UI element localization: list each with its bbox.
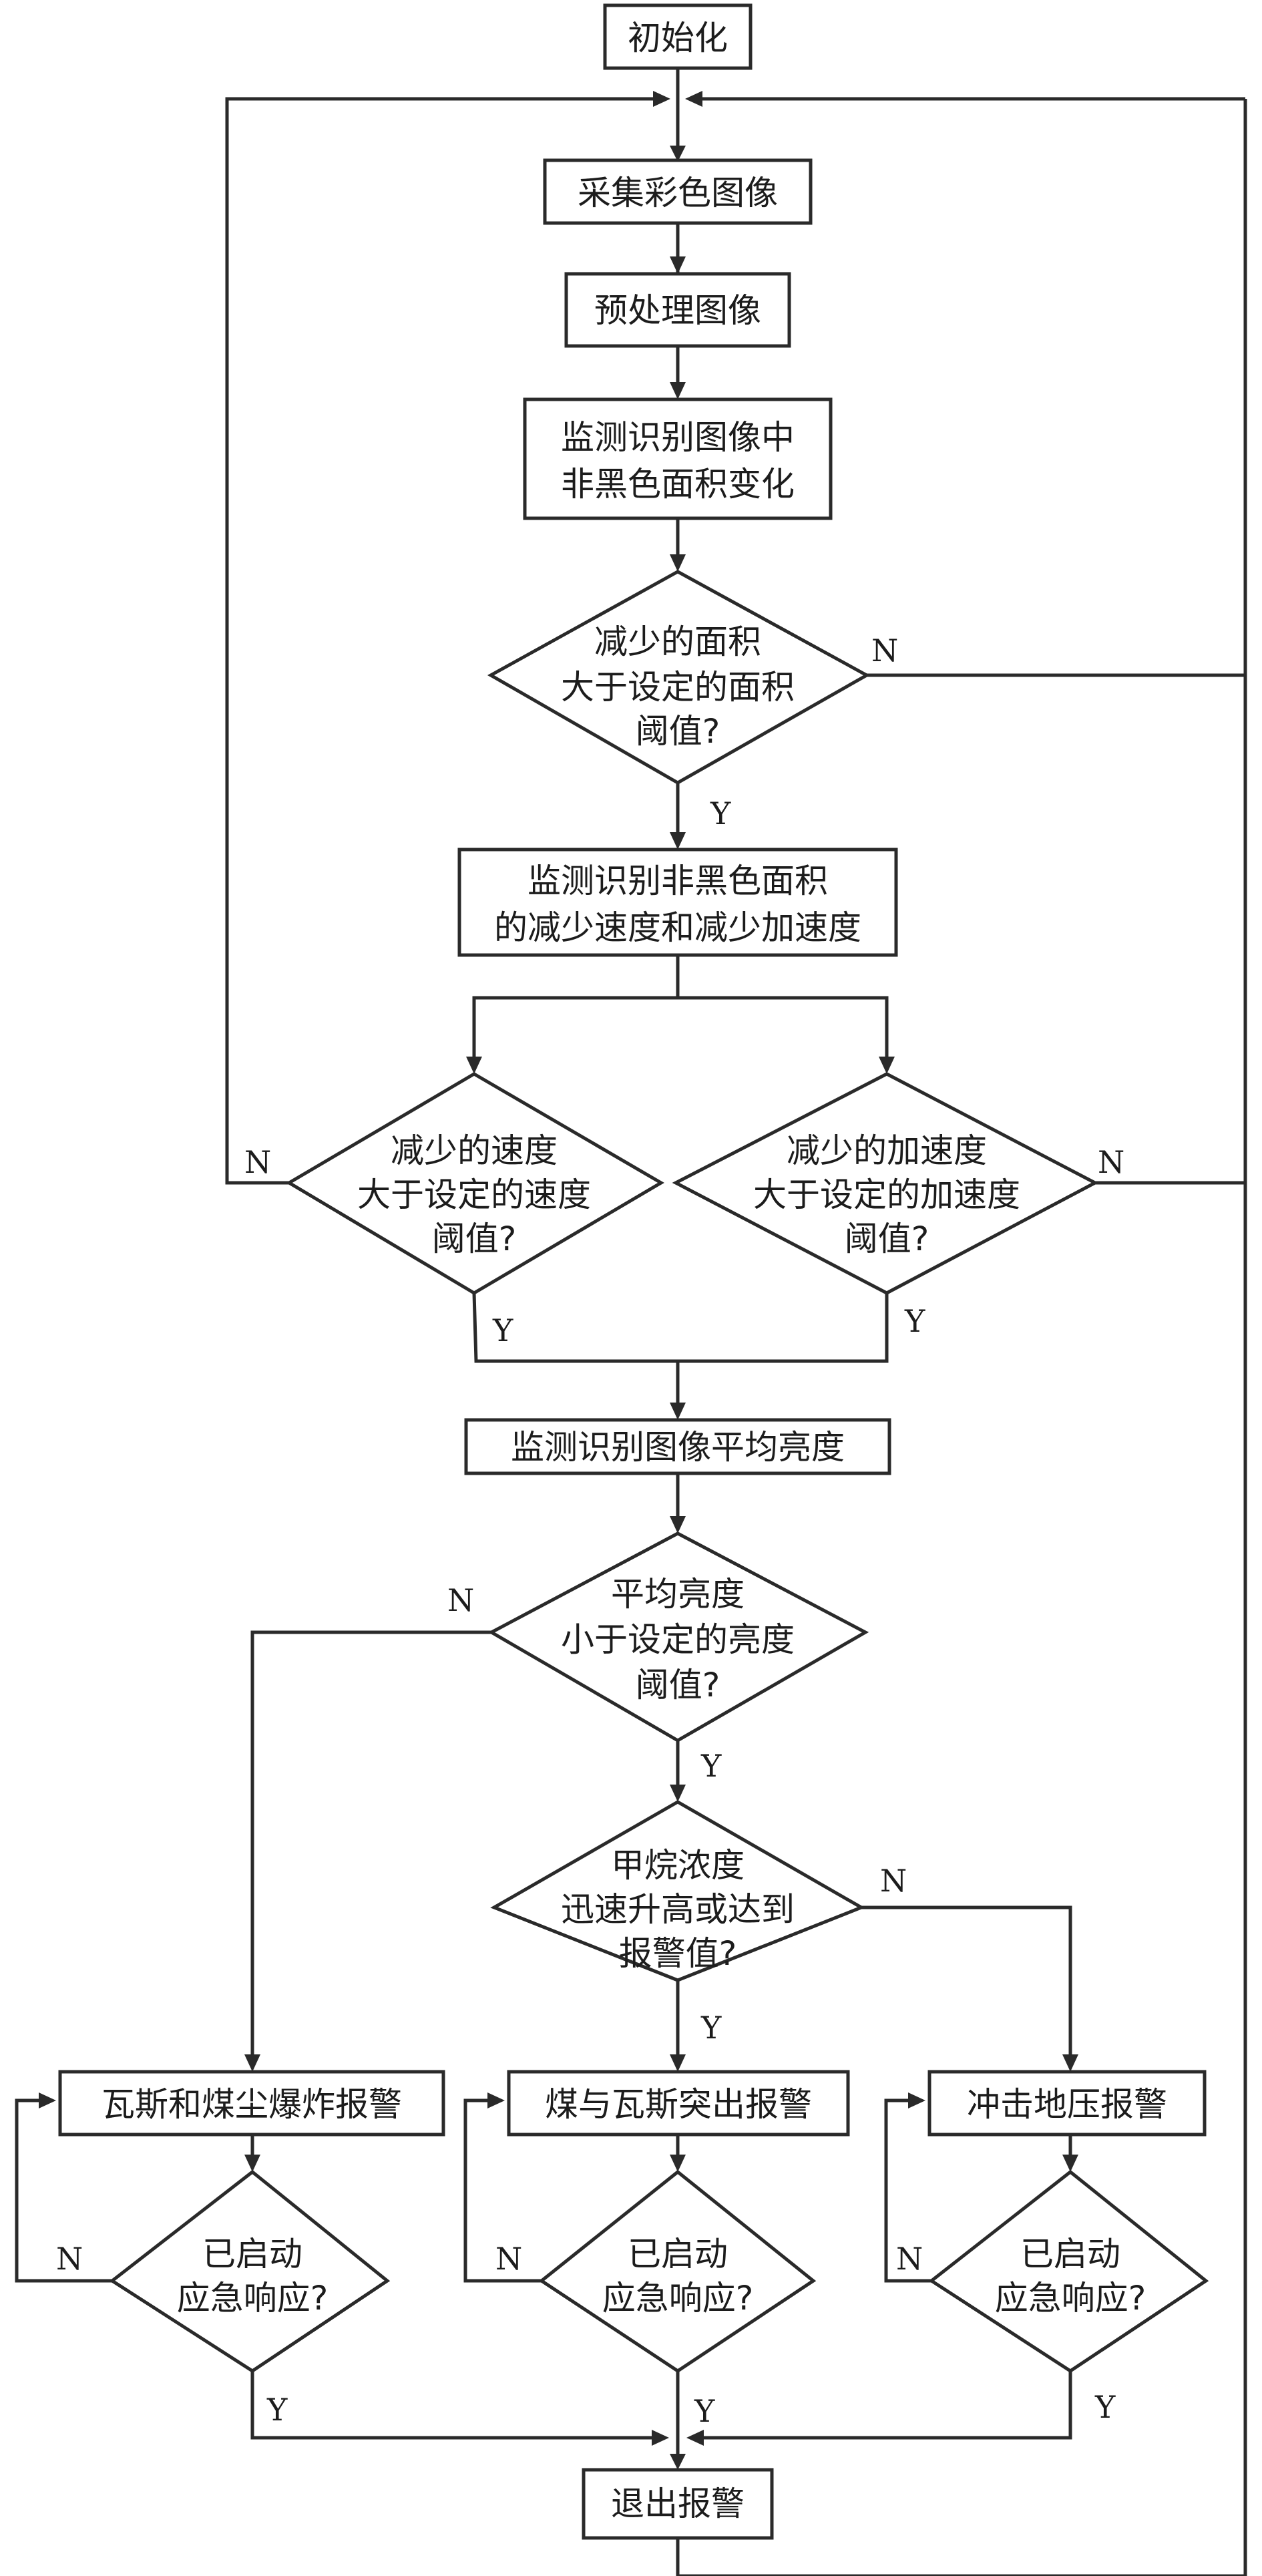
label-resp3-yes: Y <box>1094 2389 1116 2425</box>
alarm-gas-dust-label: 瓦斯和煤尘爆炸报警 <box>101 2085 402 2124</box>
label-resp3-no: N <box>896 2241 923 2277</box>
d-bright-line1: 平均亮度 <box>611 1575 745 1614</box>
d-resp1-line2: 应急响应? <box>177 2279 329 2318</box>
label-area-yes: Y <box>710 795 731 832</box>
arrowheads <box>39 91 1078 2470</box>
process-init: 初始化 <box>603 3 753 70</box>
decision-response-1: 已启动 应急响应? <box>109 2169 391 2373</box>
label-resp1-yes: Y <box>266 2392 288 2428</box>
label-resp2-no: N <box>495 2241 522 2277</box>
process-monitor-speed: 监测识别非黑色面积 的减少速度和减少加速度 <box>457 848 898 957</box>
label-accel-no: N <box>1098 1144 1124 1180</box>
label-bright-yes: Y <box>700 1748 722 1784</box>
alarm-outburst-label: 煤与瓦斯突出报警 <box>545 2085 812 2124</box>
d-methane-line2: 迅速升高或达到 <box>561 1890 795 1929</box>
d-resp1-line1: 已启动 <box>202 2235 302 2273</box>
d-resp2-line1: 已启动 <box>628 2235 728 2273</box>
label-resp1-no: N <box>56 2241 83 2277</box>
monitor-area-line1: 监测识别图像中 <box>561 418 795 457</box>
monitor-speed-line2: 的减少速度和减少加速度 <box>494 908 861 947</box>
label-speed-yes: Y <box>492 1312 513 1348</box>
d-speed-line1: 减少的速度 <box>391 1131 558 1170</box>
decision-response-2: 已启动 应急响应? <box>538 2169 817 2374</box>
decision-speed: 减少的速度 大于设定的速度 阈值? <box>286 1072 664 1295</box>
decision-response-3: 已启动 应急响应? <box>928 2169 1209 2373</box>
alarm-gas-dust-explosion: 瓦斯和煤尘爆炸报警 <box>58 2070 445 2137</box>
process-preprocess: 预处理图像 <box>564 272 791 348</box>
d-area-line3: 阈值? <box>636 712 720 751</box>
d-accel-line2: 大于设定的加速度 <box>753 1175 1020 1214</box>
d-speed-line2: 大于设定的速度 <box>357 1175 591 1214</box>
label-accel-yes: Y <box>904 1303 925 1339</box>
alarm-rockburst-label: 冲击地压报警 <box>967 2085 1167 2124</box>
monitor-bright-label: 监测识别图像平均亮度 <box>511 1428 845 1467</box>
decision-acceleration: 减少的加速度 大于设定的加速度 阈值? <box>672 1072 1099 1295</box>
d-resp3-line2: 应急响应? <box>995 2279 1146 2318</box>
process-exit-alarm: 退出报警 <box>582 2468 774 2540</box>
d-bright-line2: 小于设定的亮度 <box>561 1620 795 1659</box>
process-collect-image: 采集彩色图像 <box>543 158 813 225</box>
label-methane-no: N <box>880 1863 907 1899</box>
decision-area: 减少的面积 大于设定的面积 阈值? <box>487 570 871 785</box>
d-bright-line3: 阈值? <box>636 1666 720 1704</box>
exit-alarm-label: 退出报警 <box>611 2485 745 2523</box>
init-label: 初始化 <box>628 19 728 57</box>
decision-brightness: 平均亮度 小于设定的亮度 阈值? <box>487 1531 869 1742</box>
alarm-coal-gas-outburst: 煤与瓦斯突出报警 <box>507 2070 850 2137</box>
label-speed-no: N <box>244 1144 271 1180</box>
process-monitor-area: 监测识别图像中 非黑色面积变化 <box>523 397 833 520</box>
label-area-no: N <box>871 632 898 669</box>
d-area-line2: 大于设定的面积 <box>561 668 795 707</box>
label-bright-no: N <box>447 1582 474 1618</box>
d-speed-line3: 阈值? <box>432 1220 517 1258</box>
process-monitor-brightness: 监测识别图像平均亮度 <box>464 1418 891 1475</box>
connectors <box>15 68 1247 2576</box>
label-methane-yes: Y <box>700 2010 722 2046</box>
d-accel-line1: 减少的加速度 <box>787 1131 987 1170</box>
preprocess-label: 预处理图像 <box>594 291 761 330</box>
monitor-speed-line1: 监测识别非黑色面积 <box>528 862 828 900</box>
d-accel-line3: 阈值? <box>845 1220 929 1258</box>
monitor-area-line2: 非黑色面积变化 <box>561 465 795 504</box>
branch-labels: N Y N N Y Y N Y N Y N N N Y Y Y <box>56 632 1124 2429</box>
d-methane-line3: 报警值? <box>619 1934 737 1973</box>
decision-methane: 甲烷浓度 迅速升高或达到 报警值? <box>490 1800 865 1982</box>
collect-label: 采集彩色图像 <box>578 174 778 212</box>
d-resp3-line1: 已启动 <box>1020 2235 1120 2273</box>
alarm-rockburst: 冲击地压报警 <box>927 2070 1207 2137</box>
d-area-line1: 减少的面积 <box>594 622 761 661</box>
label-resp2-yes: Y <box>694 2393 715 2429</box>
d-resp2-line2: 应急响应? <box>602 2279 754 2318</box>
d-methane-line1: 甲烷浓度 <box>611 1846 745 1885</box>
